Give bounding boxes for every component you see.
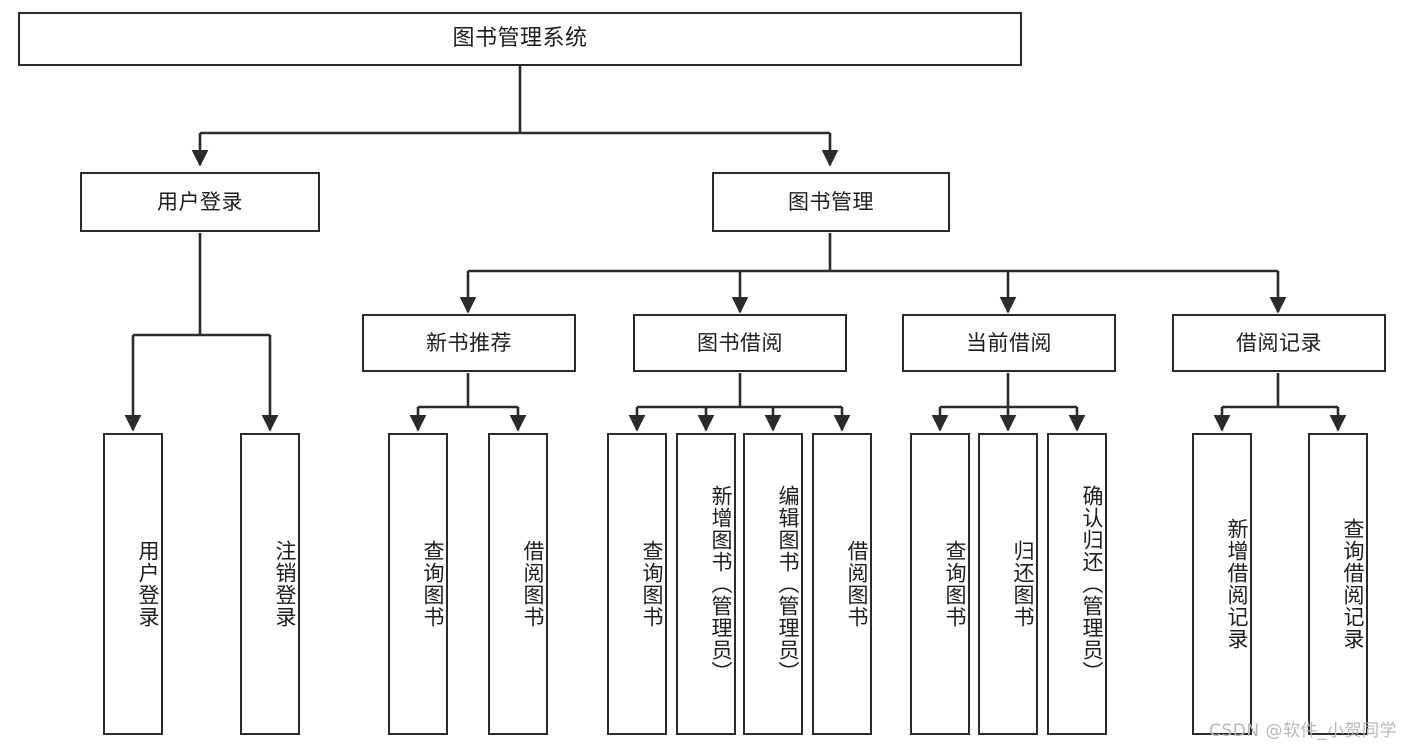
- leaf-current-borrow-query[interactable]: 查询图书: [910, 433, 970, 735]
- node-borrow-record[interactable]: 借阅记录: [1172, 314, 1386, 372]
- leaf-borrow-record-add[interactable]: 新增借阅记录: [1192, 433, 1252, 735]
- leaf-label: 注销登录: [273, 540, 297, 628]
- leaf-book-borrow-add[interactable]: 新增图书（管理员）: [676, 433, 736, 735]
- node-book-borrow-label: 图书借阅: [697, 330, 783, 355]
- leaf-label: 查询借阅记录: [1341, 518, 1365, 650]
- leaf-label: 归还图书: [1011, 540, 1035, 628]
- leaf-label: 查询图书: [640, 540, 664, 628]
- leaf-current-borrow-return[interactable]: 归还图书: [978, 433, 1038, 735]
- csdn-watermark: CSDN @软件_小贺同学: [1209, 721, 1397, 741]
- leaf-label: 确认归还（管理员）: [1080, 485, 1104, 683]
- node-user-login-label: 用户登录: [157, 189, 243, 214]
- node-book-borrow[interactable]: 图书借阅: [633, 314, 847, 372]
- node-book-manage[interactable]: 图书管理: [712, 172, 950, 232]
- leaf-label: 用户登录: [136, 540, 160, 628]
- leaf-label: 新增图书（管理员）: [709, 485, 733, 683]
- leaf-new-book-borrow[interactable]: 借阅图书: [488, 433, 548, 735]
- node-new-book-recommend-label: 新书推荐: [426, 330, 512, 355]
- leaf-borrow-record-query[interactable]: 查询借阅记录: [1308, 433, 1368, 735]
- leaf-book-borrow-borrow[interactable]: 借阅图书: [812, 433, 872, 735]
- leaf-user-login-login[interactable]: 用户登录: [103, 433, 163, 735]
- leaf-label: 查询图书: [421, 540, 445, 628]
- node-borrow-record-label: 借阅记录: [1236, 330, 1322, 355]
- leaf-book-borrow-edit[interactable]: 编辑图书（管理员）: [743, 433, 803, 735]
- node-current-borrow-label: 当前借阅: [966, 330, 1052, 355]
- node-current-borrow[interactable]: 当前借阅: [902, 314, 1116, 372]
- leaf-book-borrow-query[interactable]: 查询图书: [607, 433, 667, 735]
- leaf-label: 借阅图书: [521, 540, 545, 628]
- leaf-label: 查询图书: [943, 540, 967, 628]
- leaf-new-book-query[interactable]: 查询图书: [388, 433, 448, 735]
- node-book-manage-label: 图书管理: [788, 189, 874, 214]
- node-root[interactable]: 图书管理系统: [18, 12, 1022, 66]
- node-user-login[interactable]: 用户登录: [80, 172, 320, 232]
- leaf-label: 借阅图书: [845, 540, 869, 628]
- node-new-book-recommend[interactable]: 新书推荐: [362, 314, 576, 372]
- leaf-label: 新增借阅记录: [1225, 518, 1249, 650]
- leaf-user-login-logout[interactable]: 注销登录: [240, 433, 300, 735]
- node-root-label: 图书管理系统: [452, 26, 588, 52]
- leaf-label: 编辑图书（管理员）: [776, 485, 800, 683]
- leaf-current-borrow-confirm-return[interactable]: 确认归还（管理员）: [1047, 433, 1107, 735]
